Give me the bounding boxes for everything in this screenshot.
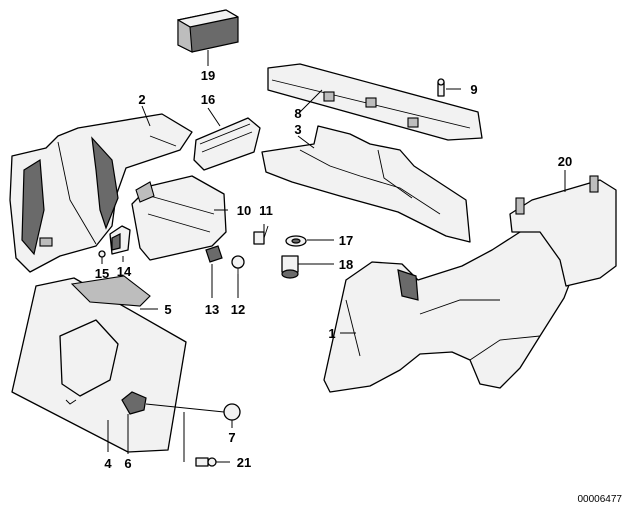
- part-7-cap: [223, 403, 241, 421]
- part-14-clip: [109, 225, 131, 255]
- part-15-screw: [98, 250, 106, 258]
- callout-11: 11: [259, 203, 273, 218]
- callout-9: 9: [470, 82, 477, 97]
- callout-18: 18: [339, 257, 353, 272]
- part-5-insert: [70, 275, 151, 307]
- leader-16: [207, 107, 221, 127]
- part-12-push-clip: [231, 255, 245, 274]
- part-3-floor-panel: [261, 125, 471, 243]
- callout-20: 20: [558, 154, 572, 169]
- callout-7: 7: [228, 430, 235, 445]
- part-6-lock: [121, 391, 147, 415]
- callout-2: 2: [138, 92, 145, 107]
- callout-14: 14: [117, 264, 132, 279]
- document-id: 00006477: [578, 494, 623, 505]
- callout-12: 12: [231, 302, 245, 317]
- part-17-washer: [285, 235, 307, 247]
- part-13-clip: [205, 245, 223, 263]
- part-4-side-panel: [11, 277, 187, 453]
- part-16-bracket: [193, 117, 261, 171]
- part-21-screw: [195, 457, 217, 467]
- leader-3: [297, 135, 315, 149]
- part-18-fastener: [281, 255, 299, 279]
- part-2-left-trim: [9, 113, 193, 273]
- part-1-right-trim: [323, 227, 575, 393]
- callout-19: 19: [201, 68, 215, 83]
- callout-5: 5: [164, 302, 171, 317]
- part-8-rear-panel: [267, 63, 483, 141]
- callout-4: 4: [104, 456, 112, 471]
- leader-2: [141, 105, 151, 127]
- callout-10: 10: [237, 203, 251, 218]
- guide-line-7: [145, 403, 225, 413]
- callout-8: 8: [294, 106, 301, 121]
- part-9-pin: [437, 78, 445, 97]
- callout-13: 13: [205, 302, 219, 317]
- callout-1: 1: [328, 326, 335, 341]
- part-11-bolt: [253, 225, 269, 245]
- part-10-center-bin: [131, 175, 227, 261]
- leader-8: [297, 89, 323, 115]
- part-19-block: [177, 9, 239, 53]
- callout-3: 3: [294, 122, 301, 137]
- callout-16: 16: [201, 92, 215, 107]
- callout-17: 17: [339, 233, 353, 248]
- callout-6: 6: [124, 456, 131, 471]
- part-20-panel: [509, 175, 617, 287]
- callout-21: 21: [237, 455, 251, 470]
- callout-15: 15: [95, 266, 109, 281]
